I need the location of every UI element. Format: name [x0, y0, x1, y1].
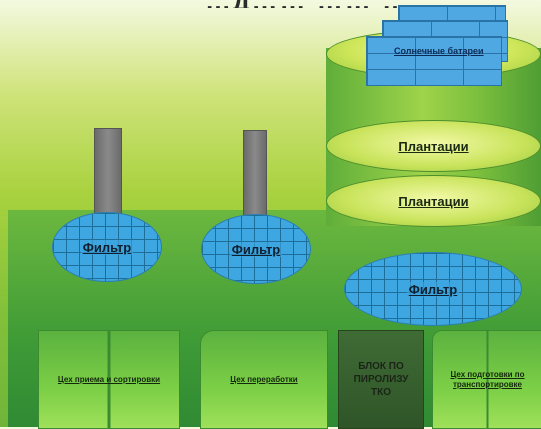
shop-transport-preparation: Цех подготовки по транспортировке — [432, 330, 541, 429]
shop-transport-preparation-label: Цех подготовки по транспортировке — [450, 369, 525, 389]
shop-reception-sorting-label: Цех приема и сортировки — [57, 374, 161, 384]
filter-tank: Фильтр — [344, 252, 522, 326]
plantation-ring-1: Плантации — [326, 120, 541, 172]
shop-processing-label: Цех переработки — [230, 374, 298, 384]
filter-left: Фильтр — [52, 212, 162, 282]
pyrolysis-block-label: БЛОК ПО ПИРОЛИЗУ ТКО — [353, 361, 409, 398]
solar-panel-front — [366, 36, 502, 86]
plantation-ring-2: Плантации — [326, 175, 541, 227]
chimney-left — [94, 128, 122, 226]
solar-panels-label: Солнечные батареи — [394, 46, 484, 56]
plantation-label-1: Плантации — [398, 138, 469, 154]
plantation-label-2: Плантации — [398, 193, 469, 209]
shop-processing: Цех переработки — [200, 330, 328, 429]
shop-reception-sorting: Цех приема и сортировки — [38, 330, 180, 429]
filter-left-label: Фильтр — [80, 239, 134, 255]
filter-middle-label: Фильтр — [229, 241, 283, 257]
filter-tank-label: Фильтр — [406, 281, 460, 297]
pyrolysis-block: БЛОК ПО ПИРОЛИЗУ ТКО — [338, 330, 424, 429]
title-fragment: …д…… …… … — [205, 0, 475, 8]
chimney-right — [243, 130, 267, 226]
filter-middle: Фильтр — [201, 214, 311, 284]
